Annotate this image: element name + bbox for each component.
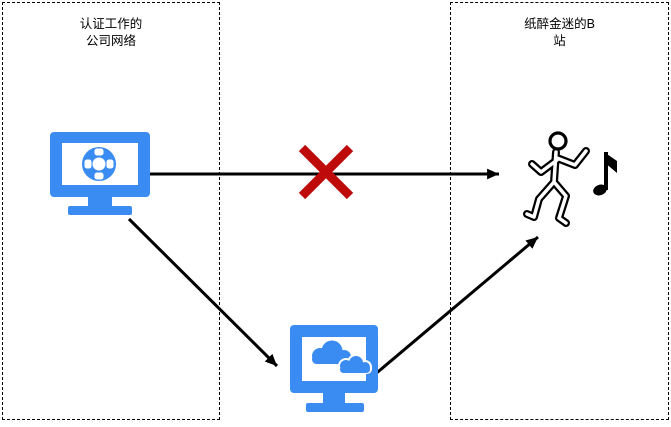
dancer-body-fill xyxy=(525,149,588,225)
monitor-base xyxy=(68,206,132,215)
dancer-head xyxy=(548,131,568,151)
dancing-person-icon xyxy=(523,131,590,227)
blocked-x-stroke-2 xyxy=(298,144,354,200)
zone-company-network-label: 认证工作的 公司网络 xyxy=(3,16,219,50)
lifebuoy-notches xyxy=(84,148,114,180)
music-note-icon xyxy=(593,152,617,196)
zone-bilibili-label: 纸醉金迷的B 站 xyxy=(451,16,668,50)
arrow-to-proxy xyxy=(127,217,279,368)
cloud-small xyxy=(340,356,370,373)
arrow-proxy-to-dancer xyxy=(372,235,539,378)
zone-company-network: 认证工作的 公司网络 xyxy=(2,2,220,420)
zone-company-network-label-line2: 公司网络 xyxy=(85,34,136,48)
monitor-neck xyxy=(323,393,345,403)
zone-bilibili-label-line1: 纸醉金迷的B xyxy=(524,17,595,31)
monitor-neck xyxy=(88,197,112,206)
lifebuoy-computer-icon xyxy=(50,132,150,215)
blocked-x-icon xyxy=(298,144,354,200)
zone-bilibili-label-line2: 站 xyxy=(553,34,566,48)
monitor-base xyxy=(306,403,364,412)
zone-company-network-label-line1: 认证工作的 xyxy=(79,17,143,31)
zone-bilibili: 纸醉金迷的B 站 xyxy=(450,2,669,420)
cloud-computer-icon xyxy=(290,325,378,412)
